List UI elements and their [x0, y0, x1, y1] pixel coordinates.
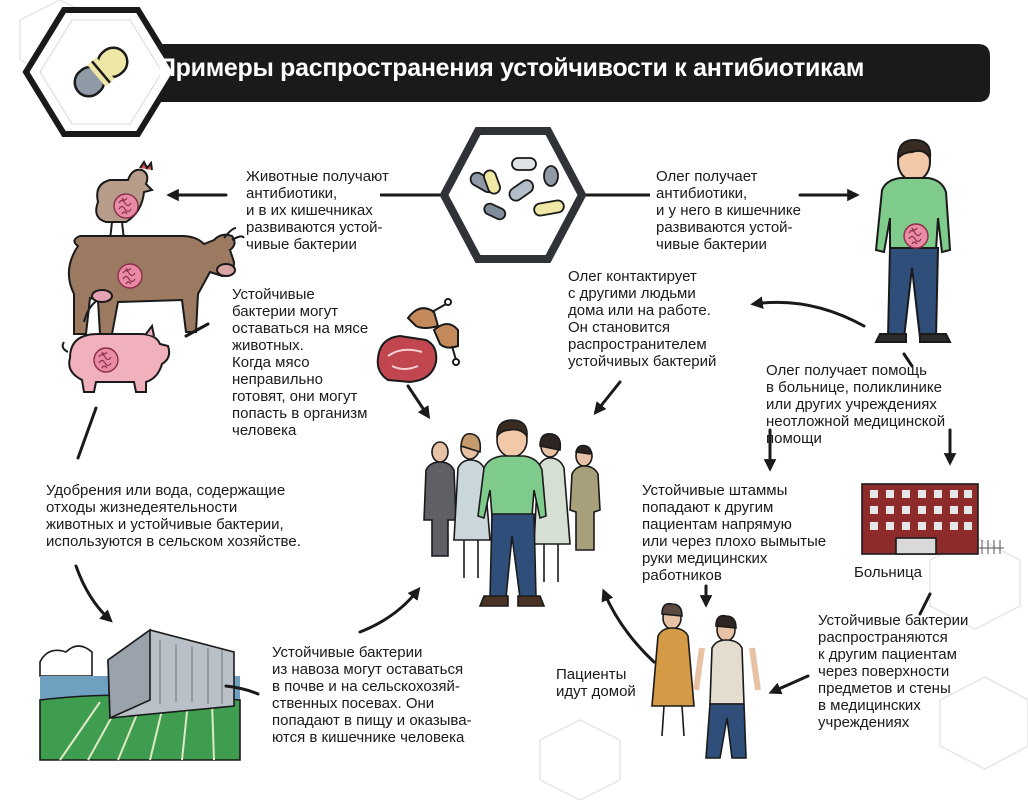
people-group-icon: [423, 419, 601, 607]
patients-icon: [651, 602, 761, 759]
farm-field-icon: [39, 628, 241, 761]
meat-text: Устойчивые бактерии могут оставаться на …: [232, 286, 369, 439]
help-text: Олег получает помощь в больнице, поликли…: [766, 362, 946, 447]
oleg-icon: [874, 138, 952, 343]
flow-arrows: [74, 188, 957, 696]
farm-animals-icon: [61, 160, 245, 393]
go-home-text: Пациенты идут домой: [556, 666, 636, 700]
meat-icon: [376, 298, 460, 384]
pills-icon: [380, 127, 650, 263]
contact-text: Олег контактирует с другими людьми дома …: [568, 268, 717, 370]
animals-get-text: Животные получают антибиотики, и в их ки…: [246, 168, 389, 253]
page-title: Примеры распространения устойчивости к а…: [158, 54, 865, 82]
surfaces-text: Устойчивые бактерии распространяются к д…: [818, 612, 969, 731]
fertilizer-text: Удобрения или вода, содержащие отходы жи…: [46, 482, 301, 550]
header-banner: [22, 7, 990, 137]
hospital-icon: [861, 483, 1004, 555]
hospital-label: Больница: [854, 564, 923, 581]
strains-text: Устойчивые штаммы попадают к другим паци…: [642, 482, 827, 584]
manure-text: Устойчивые бактерии из навоза могут оста…: [272, 644, 472, 746]
oleg-gets-text: Олег получает антибиотики, и у него в ки…: [656, 168, 801, 253]
